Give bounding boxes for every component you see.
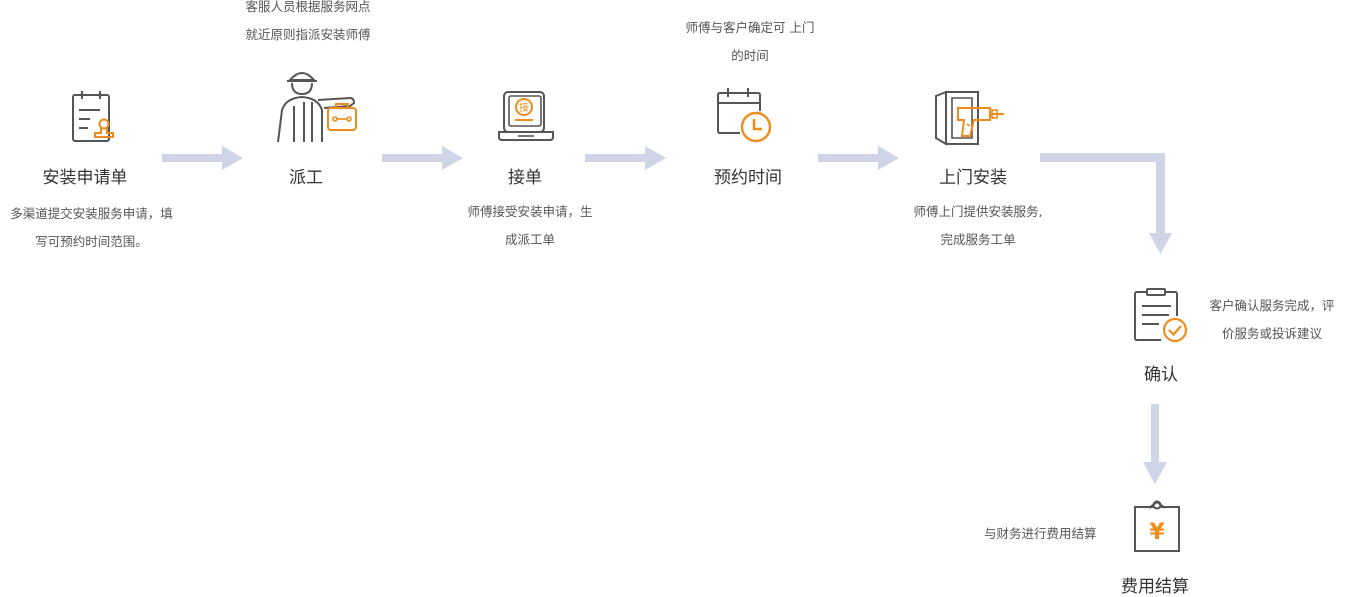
step-description: 师傅接受安装申请，生 成派工单 xyxy=(467,204,593,247)
step-title: 派工 xyxy=(289,168,323,188)
accept-order-laptop-icon: 接 xyxy=(498,91,554,141)
step-title: 预约时间 xyxy=(714,168,782,188)
step-title: 接单 xyxy=(508,168,542,188)
arrow-1 xyxy=(162,146,243,170)
step-description: 客户确认服务完成，评 价服务或投诉建议 xyxy=(1209,298,1335,341)
yuan-settlement-icon: ¥ xyxy=(1134,500,1180,552)
step-description: 师傅与客户确定可 上门 的时间 xyxy=(685,20,815,63)
arrow-3 xyxy=(585,146,666,170)
step-description: 与财务进行费用结算 xyxy=(984,526,1097,541)
arrow-5-elbow xyxy=(1040,153,1172,254)
accept-badge: 接 xyxy=(519,101,529,114)
step-title: 安装申请单 xyxy=(42,168,128,188)
arrow-2 xyxy=(382,146,463,170)
calendar-clock-icon xyxy=(717,88,772,143)
yuan-badge: ¥ xyxy=(1149,520,1165,545)
arrow-4 xyxy=(818,146,899,170)
step-title: 确认 xyxy=(1144,365,1178,385)
step-description: 多渠道提交安装服务申请，填 写可预约时间范围。 xyxy=(10,206,173,249)
arrow-6 xyxy=(1143,404,1167,484)
step-title: 上门安装 xyxy=(939,168,1007,188)
technician-icon xyxy=(277,72,357,143)
drill-door-icon xyxy=(935,90,1004,146)
confirm-checklist-icon xyxy=(1134,288,1188,343)
step-description: 师傅上门提供安装服务, 完成服务工单 xyxy=(913,204,1043,247)
step-description: 客服人员根据服务网点 就近原则指派安装师傅 xyxy=(245,0,371,42)
application-form-icon xyxy=(72,91,114,142)
step-title: 费用结算 xyxy=(1121,577,1189,597)
